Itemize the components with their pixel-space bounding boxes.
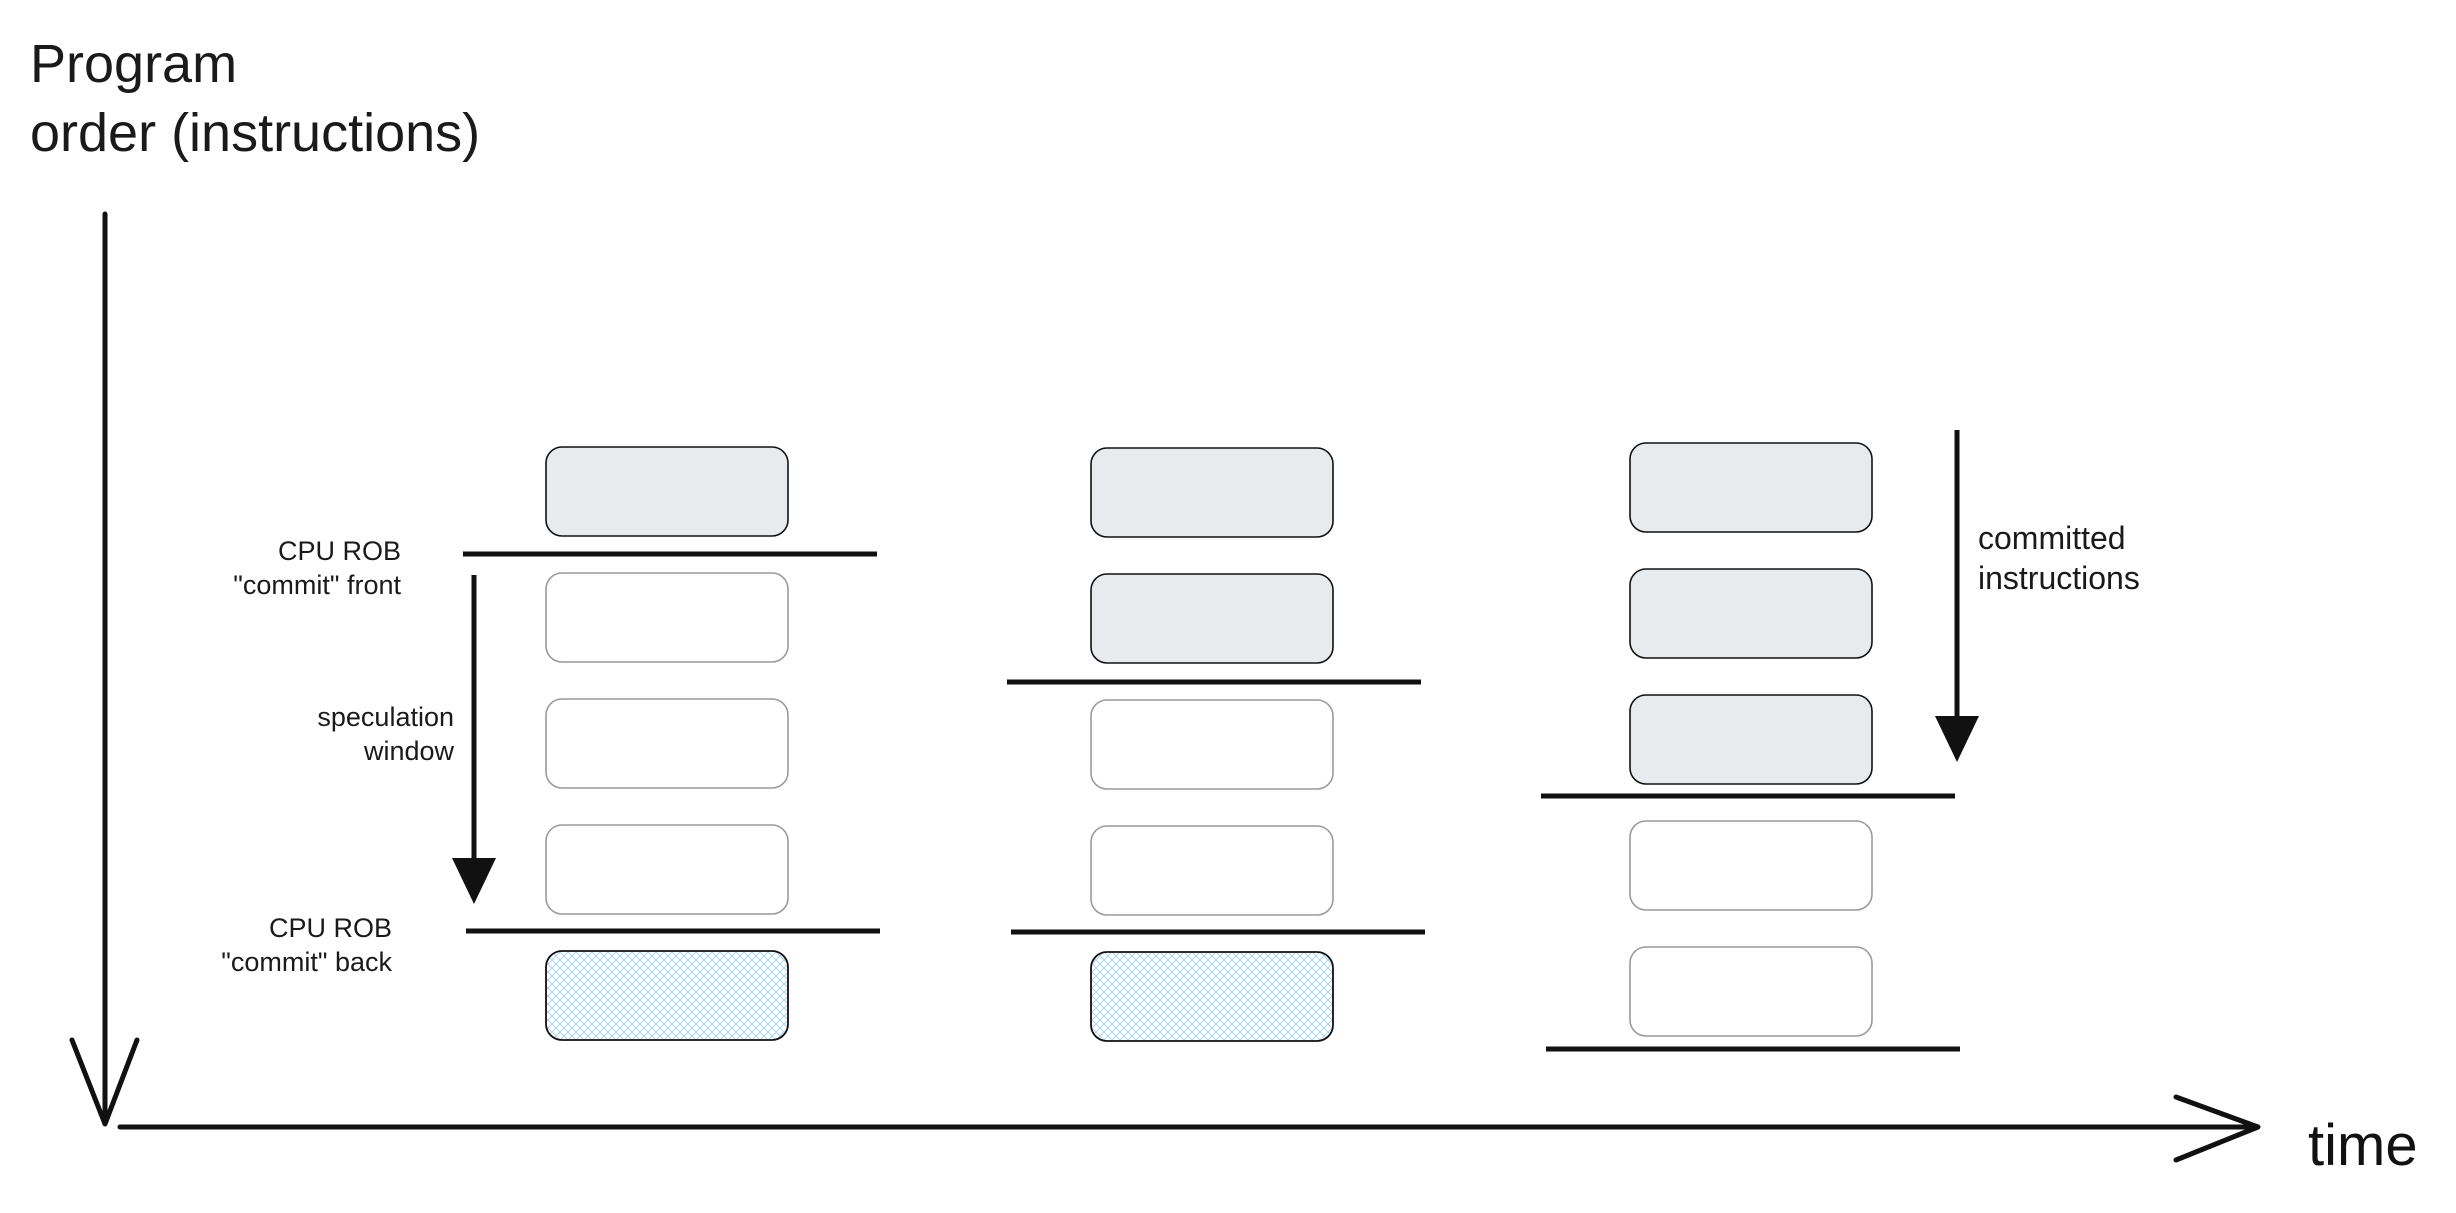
x-axis-arrowhead: [2173, 1094, 2261, 1163]
instruction-slot: [1629, 820, 1873, 911]
x-axis-title: time: [2308, 1113, 2418, 1178]
instruction-slot: [1090, 825, 1334, 916]
speculation-window-arrowhead: [452, 858, 496, 904]
instruction-slot: [1090, 699, 1334, 790]
instruction-slot: [545, 572, 789, 663]
instruction-slot: [1629, 568, 1873, 659]
instruction-slot: [1629, 946, 1873, 1037]
instruction-slot: [1629, 694, 1873, 785]
rob-column-1: [452, 446, 880, 1041]
rob-column-2: [1007, 447, 1425, 1042]
committed-instructions-arrowhead: [1935, 716, 1979, 762]
y-axis-arrowhead: [69, 1037, 140, 1127]
rob-column-3: [1541, 430, 1979, 1052]
instruction-slot: [545, 824, 789, 915]
instruction-slot: [1090, 573, 1334, 664]
commit-back-label: CPU ROB "commit" back: [221, 913, 392, 977]
instruction-slot-incoming: [545, 950, 789, 1041]
speculation-window-label: speculation window: [317, 702, 454, 766]
instruction-slot: [1090, 447, 1334, 538]
instruction-slot: [545, 698, 789, 789]
commit-front-label: CPU ROB "commit" front: [233, 536, 401, 600]
instruction-slot-incoming: [1090, 951, 1334, 1042]
instruction-slot: [1629, 442, 1873, 533]
y-axis-title: Program order (instructions): [30, 34, 481, 163]
instruction-slot: [545, 446, 789, 537]
committed-instructions-label: committed instructions: [1978, 520, 2140, 596]
